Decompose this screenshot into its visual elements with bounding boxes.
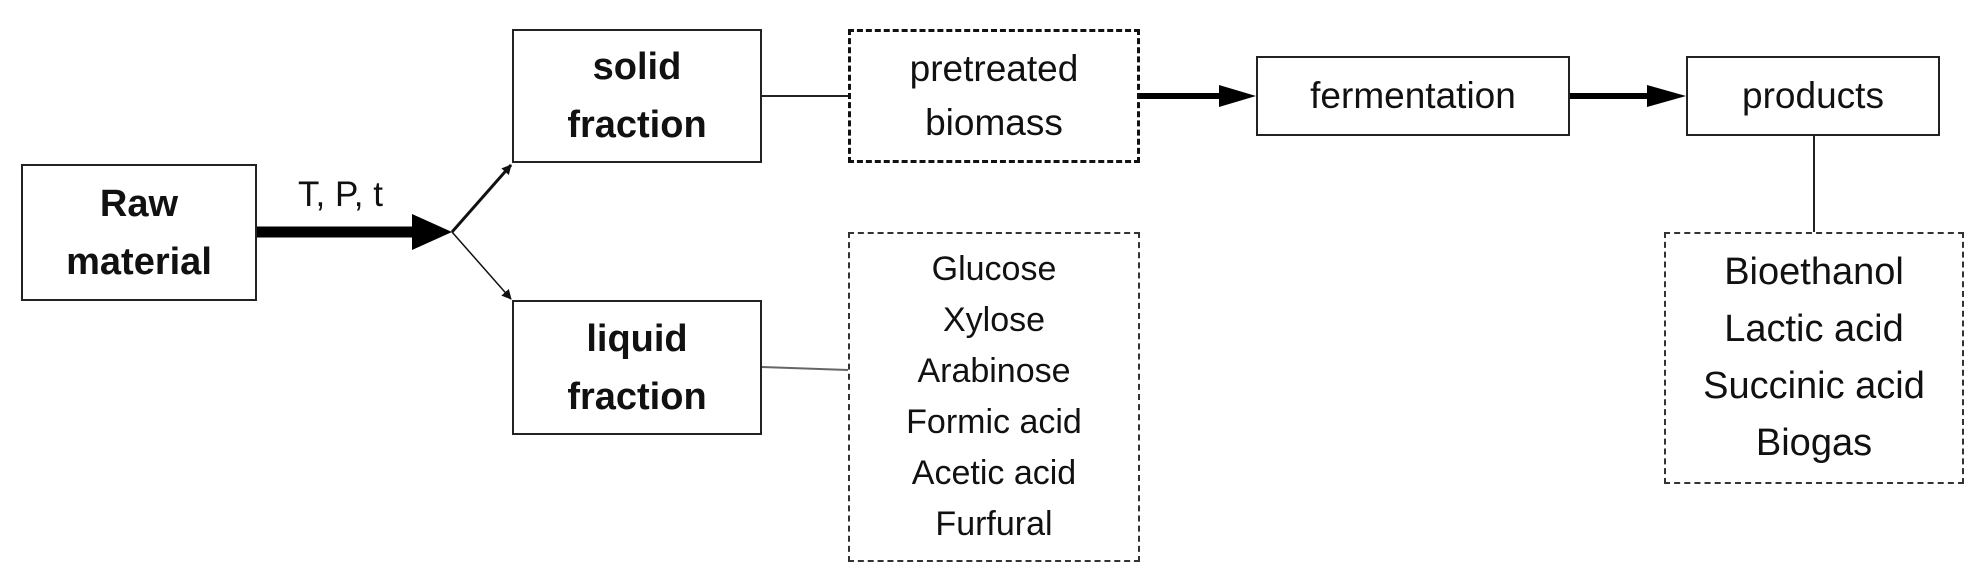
- process-arrow: [256, 214, 452, 250]
- arrow-to-solid: [450, 164, 513, 233]
- process-conditions-label: T, P, t: [298, 175, 383, 214]
- fermentation-box: fermentation: [1256, 56, 1570, 136]
- products-box: products: [1686, 56, 1940, 136]
- product-list: Bioethanol Lactic acid Succinic acid Bio…: [1664, 232, 1964, 484]
- arrow-to-liquid: [451, 231, 512, 300]
- list-item: Formic acid: [906, 403, 1082, 441]
- arrow-to-products: [1570, 85, 1686, 107]
- list-item: Succinic acid: [1703, 365, 1925, 407]
- raw-material-box: Raw material: [21, 164, 257, 301]
- liquid-fraction-box: liquid fraction: [512, 300, 762, 435]
- list-item: Acetic acid: [911, 454, 1077, 492]
- list-item: Bioethanol: [1724, 251, 1904, 293]
- solid-fraction-box: solid fraction: [512, 29, 762, 163]
- list-item: Glucose: [931, 250, 1057, 288]
- list-item: Furfural: [935, 505, 1053, 543]
- link-liquid-components: [761, 366, 849, 371]
- list-item: Lactic acid: [1724, 308, 1904, 350]
- liquid-components-list: Glucose Xylose Arabinose Formic acid Ace…: [848, 232, 1140, 562]
- list-item: Biogas: [1755, 422, 1873, 464]
- list-item: Xylose: [942, 301, 1046, 339]
- list-item: Arabinose: [917, 352, 1071, 390]
- pretreated-biomass-box: pretreated biomass: [848, 29, 1140, 163]
- arrow-to-fermentation: [1140, 85, 1256, 107]
